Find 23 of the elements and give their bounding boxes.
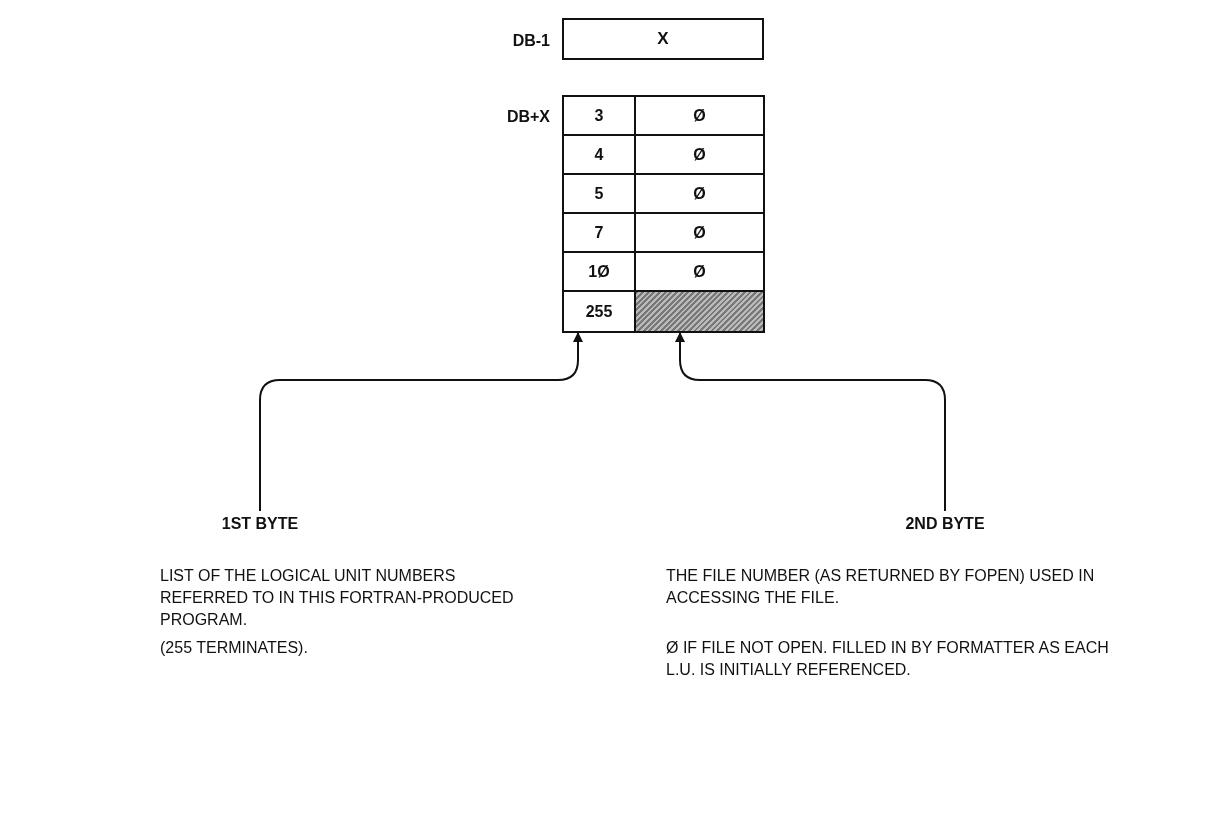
table-cell: 5 (564, 175, 634, 214)
callout-label: 1ST BYTE (160, 515, 360, 533)
table-cell: 3 (564, 97, 634, 136)
table-cell: 4 (564, 136, 634, 175)
callout-label: 2ND BYTE (845, 515, 1045, 533)
table-cell: Ø (636, 136, 763, 175)
description-text: THE FILE NUMBER (AS RETURNED BY FOPEN) USED IN ACCESSING THE FILE. (666, 566, 1096, 608)
table-cell: Ø (636, 214, 763, 253)
address-label: DB-1 (511, 31, 550, 51)
description-text: LIST OF THE LOGICAL UNIT NUMBERS REFERRED TO IN THIS FORTRAN-PRODUCED PROGRAM. (160, 566, 515, 630)
description-text: (255 TERMINATES). (160, 638, 309, 658)
address-label: DB+X (505, 107, 550, 127)
table-cell: 7 (564, 214, 634, 253)
leader-arrow (675, 332, 946, 512)
table-cell-text: 255 (584, 301, 614, 322)
table-cell: 1Ø (564, 253, 634, 292)
leader-arrow (259, 332, 583, 512)
memory-word-box: X (562, 18, 764, 60)
table-column (634, 95, 765, 333)
table-column (562, 95, 636, 333)
description-text: Ø IF FILE NOT OPEN. FILLED IN BY FORMATTER AS EACH L.U. IS INITIALLY REFERENCED. (666, 638, 1110, 680)
table-cell: Ø (636, 175, 763, 214)
table-cell: Ø (636, 97, 763, 136)
